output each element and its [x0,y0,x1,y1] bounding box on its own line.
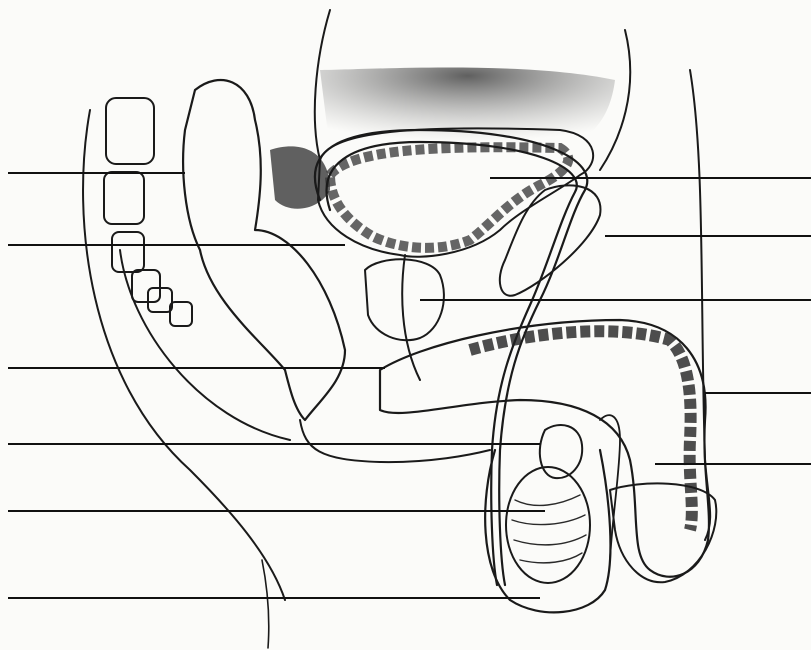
vas-deferens [315,130,587,585]
bladder-shading [270,68,615,209]
penis [380,320,716,582]
perineum [300,420,490,462]
vertebrae [104,98,192,326]
testis [506,425,590,583]
